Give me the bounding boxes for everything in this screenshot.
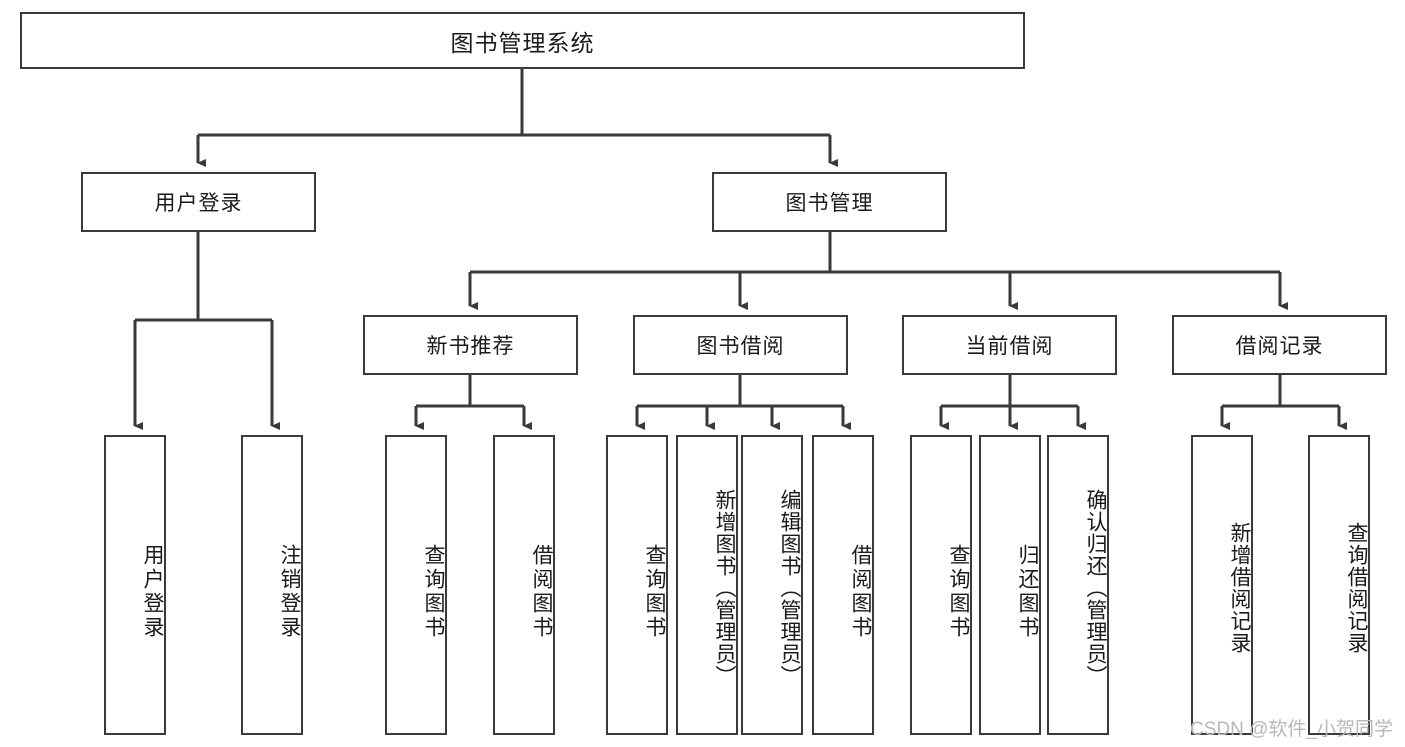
edges-root-to-level2 [196,69,838,167]
node-current-borrow[interactable]: 当前借阅 [902,315,1117,375]
leaf-current-borrow-return[interactable]: 归还图书 [979,435,1041,735]
leaf-new-book-borrow[interactable]: 借阅图书 [493,435,555,735]
edges-userlogin-to-leaves [133,232,280,430]
leaf-book-borrow-borrow[interactable]: 借阅图书 [812,435,874,735]
node-new-book-recommend[interactable]: 新书推荐 [363,315,578,375]
edges-level2-bookmgmt-to-level3 [468,232,1288,310]
node-book-borrow[interactable]: 图书借阅 [633,315,848,375]
leaf-user-login-logout[interactable]: 注销登录 [241,435,303,735]
leaf-book-borrow-edit-admin[interactable]: 编辑图书（管理员） [741,435,803,735]
edges-bookborrow-to-leaves [635,375,851,430]
leaf-user-login-login[interactable]: 用户登录 [104,435,166,735]
leaf-book-borrow-query[interactable]: 查询图书 [606,435,668,735]
leaf-current-borrow-query[interactable]: 查询图书 [910,435,972,735]
edges-newbook-to-leaves [414,375,532,430]
leaf-borrow-record-query[interactable]: 查询借阅记录 [1308,435,1370,735]
leaf-borrow-record-add[interactable]: 新增借阅记录 [1191,435,1253,735]
leaf-current-borrow-confirm-admin[interactable]: 确认归还（管理员） [1047,435,1109,735]
edges-borrowrecord-to-leaves [1220,375,1347,430]
leaf-new-book-query[interactable]: 查询图书 [385,435,447,735]
node-borrow-record[interactable]: 借阅记录 [1172,315,1387,375]
node-user-login[interactable]: 用户登录 [81,172,316,232]
leaf-book-borrow-add-admin[interactable]: 新增图书（管理员） [676,435,738,735]
edges-currentborrow-to-leaves [939,375,1086,430]
node-root-system[interactable]: 图书管理系统 [20,12,1025,69]
node-book-management[interactable]: 图书管理 [712,172,947,232]
